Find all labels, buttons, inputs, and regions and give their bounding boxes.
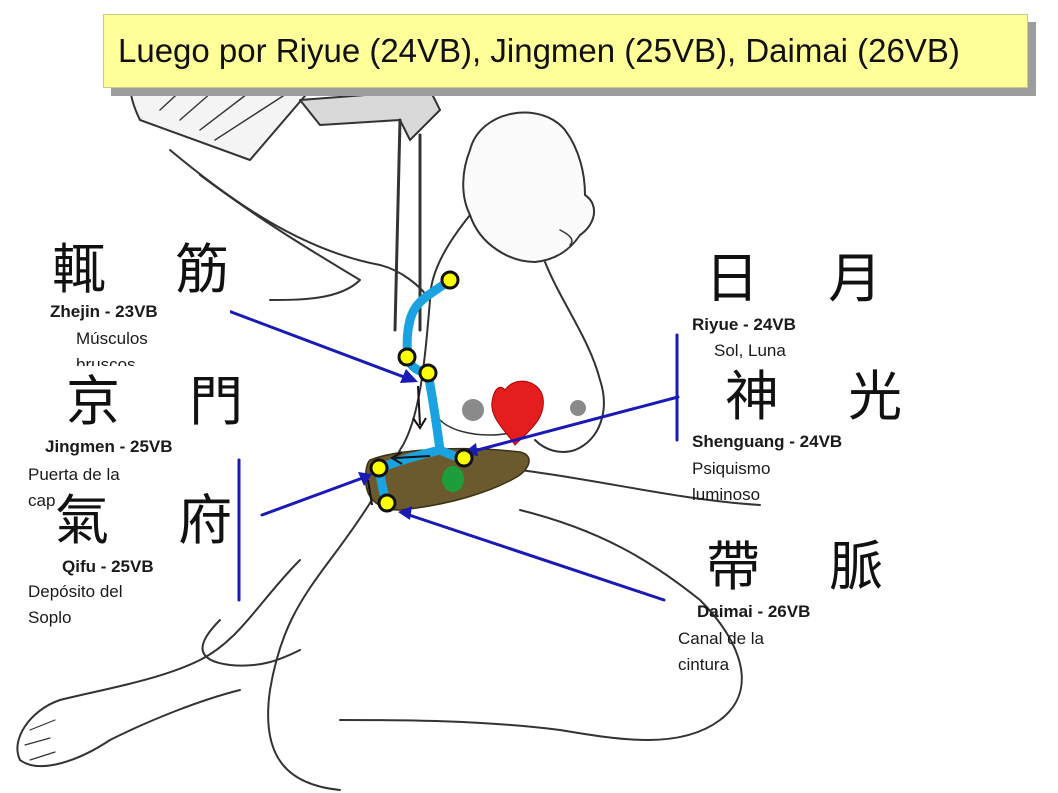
acupoint-marker xyxy=(418,363,438,383)
point-name-jingmen: Jingmen - 25VB xyxy=(45,437,173,456)
page-title: Luego por Riyue (24VB), Jingmen (25VB), … xyxy=(118,32,960,69)
hanzi-jingmen: 京 門 xyxy=(66,370,270,433)
point-meaning-zhejin: Músculos bruscos xyxy=(76,329,148,366)
acupoint-marker xyxy=(377,493,397,513)
torso-outline xyxy=(267,214,471,791)
point-meaning-riyue: Sol, Luna xyxy=(714,341,786,360)
acupoint-marker xyxy=(369,458,389,478)
head xyxy=(462,111,595,263)
point-meaning-qifu: Depósito del Soplo xyxy=(28,582,123,627)
legs-outline xyxy=(339,469,761,741)
label-box-jingmen xyxy=(40,368,230,458)
point-meaning-shenguang: Psiquismo luminoso xyxy=(692,459,771,504)
point-meaning-daimai: Canal de la cintura xyxy=(678,629,765,674)
pointer-zhejin xyxy=(216,305,414,382)
acupoint-marker xyxy=(397,347,417,367)
point-name-riyue: Riyue - 24VB xyxy=(692,315,796,334)
acupoint-marker xyxy=(454,448,474,468)
label-box-qifu xyxy=(55,490,230,550)
hanzi-riyue: 日 月 xyxy=(705,247,909,310)
hanzi-zhejin: 輒 筋 xyxy=(52,238,256,301)
heart-organ xyxy=(491,380,544,446)
point-name-shenguang: Shenguang - 24VB xyxy=(692,432,843,451)
title-banner: Luego por Riyue (24VB), Jingmen (25VB), … xyxy=(103,14,1028,88)
point-name-qifu: Qifu - 25VB xyxy=(62,557,154,576)
pointer-qifu xyxy=(260,474,370,517)
acupoint-marker xyxy=(440,270,460,290)
hanzi-daimai: 帶 脈 xyxy=(706,535,910,598)
chair-frame xyxy=(299,89,441,141)
gallbladder-channel xyxy=(375,275,469,508)
pointer-riyue xyxy=(468,395,680,454)
pointer-daimai xyxy=(404,512,666,602)
label-box-zhejin xyxy=(40,235,230,365)
hanzi-shenguang: 神 光 xyxy=(725,365,929,428)
hanzi-qifu: 氣 府 xyxy=(55,489,259,552)
point-name-zhejin: Zhejin - 23VB xyxy=(50,302,158,321)
gallbladder-organ xyxy=(442,466,464,492)
point-name-daimai: Daimai - 26VB xyxy=(697,602,811,621)
